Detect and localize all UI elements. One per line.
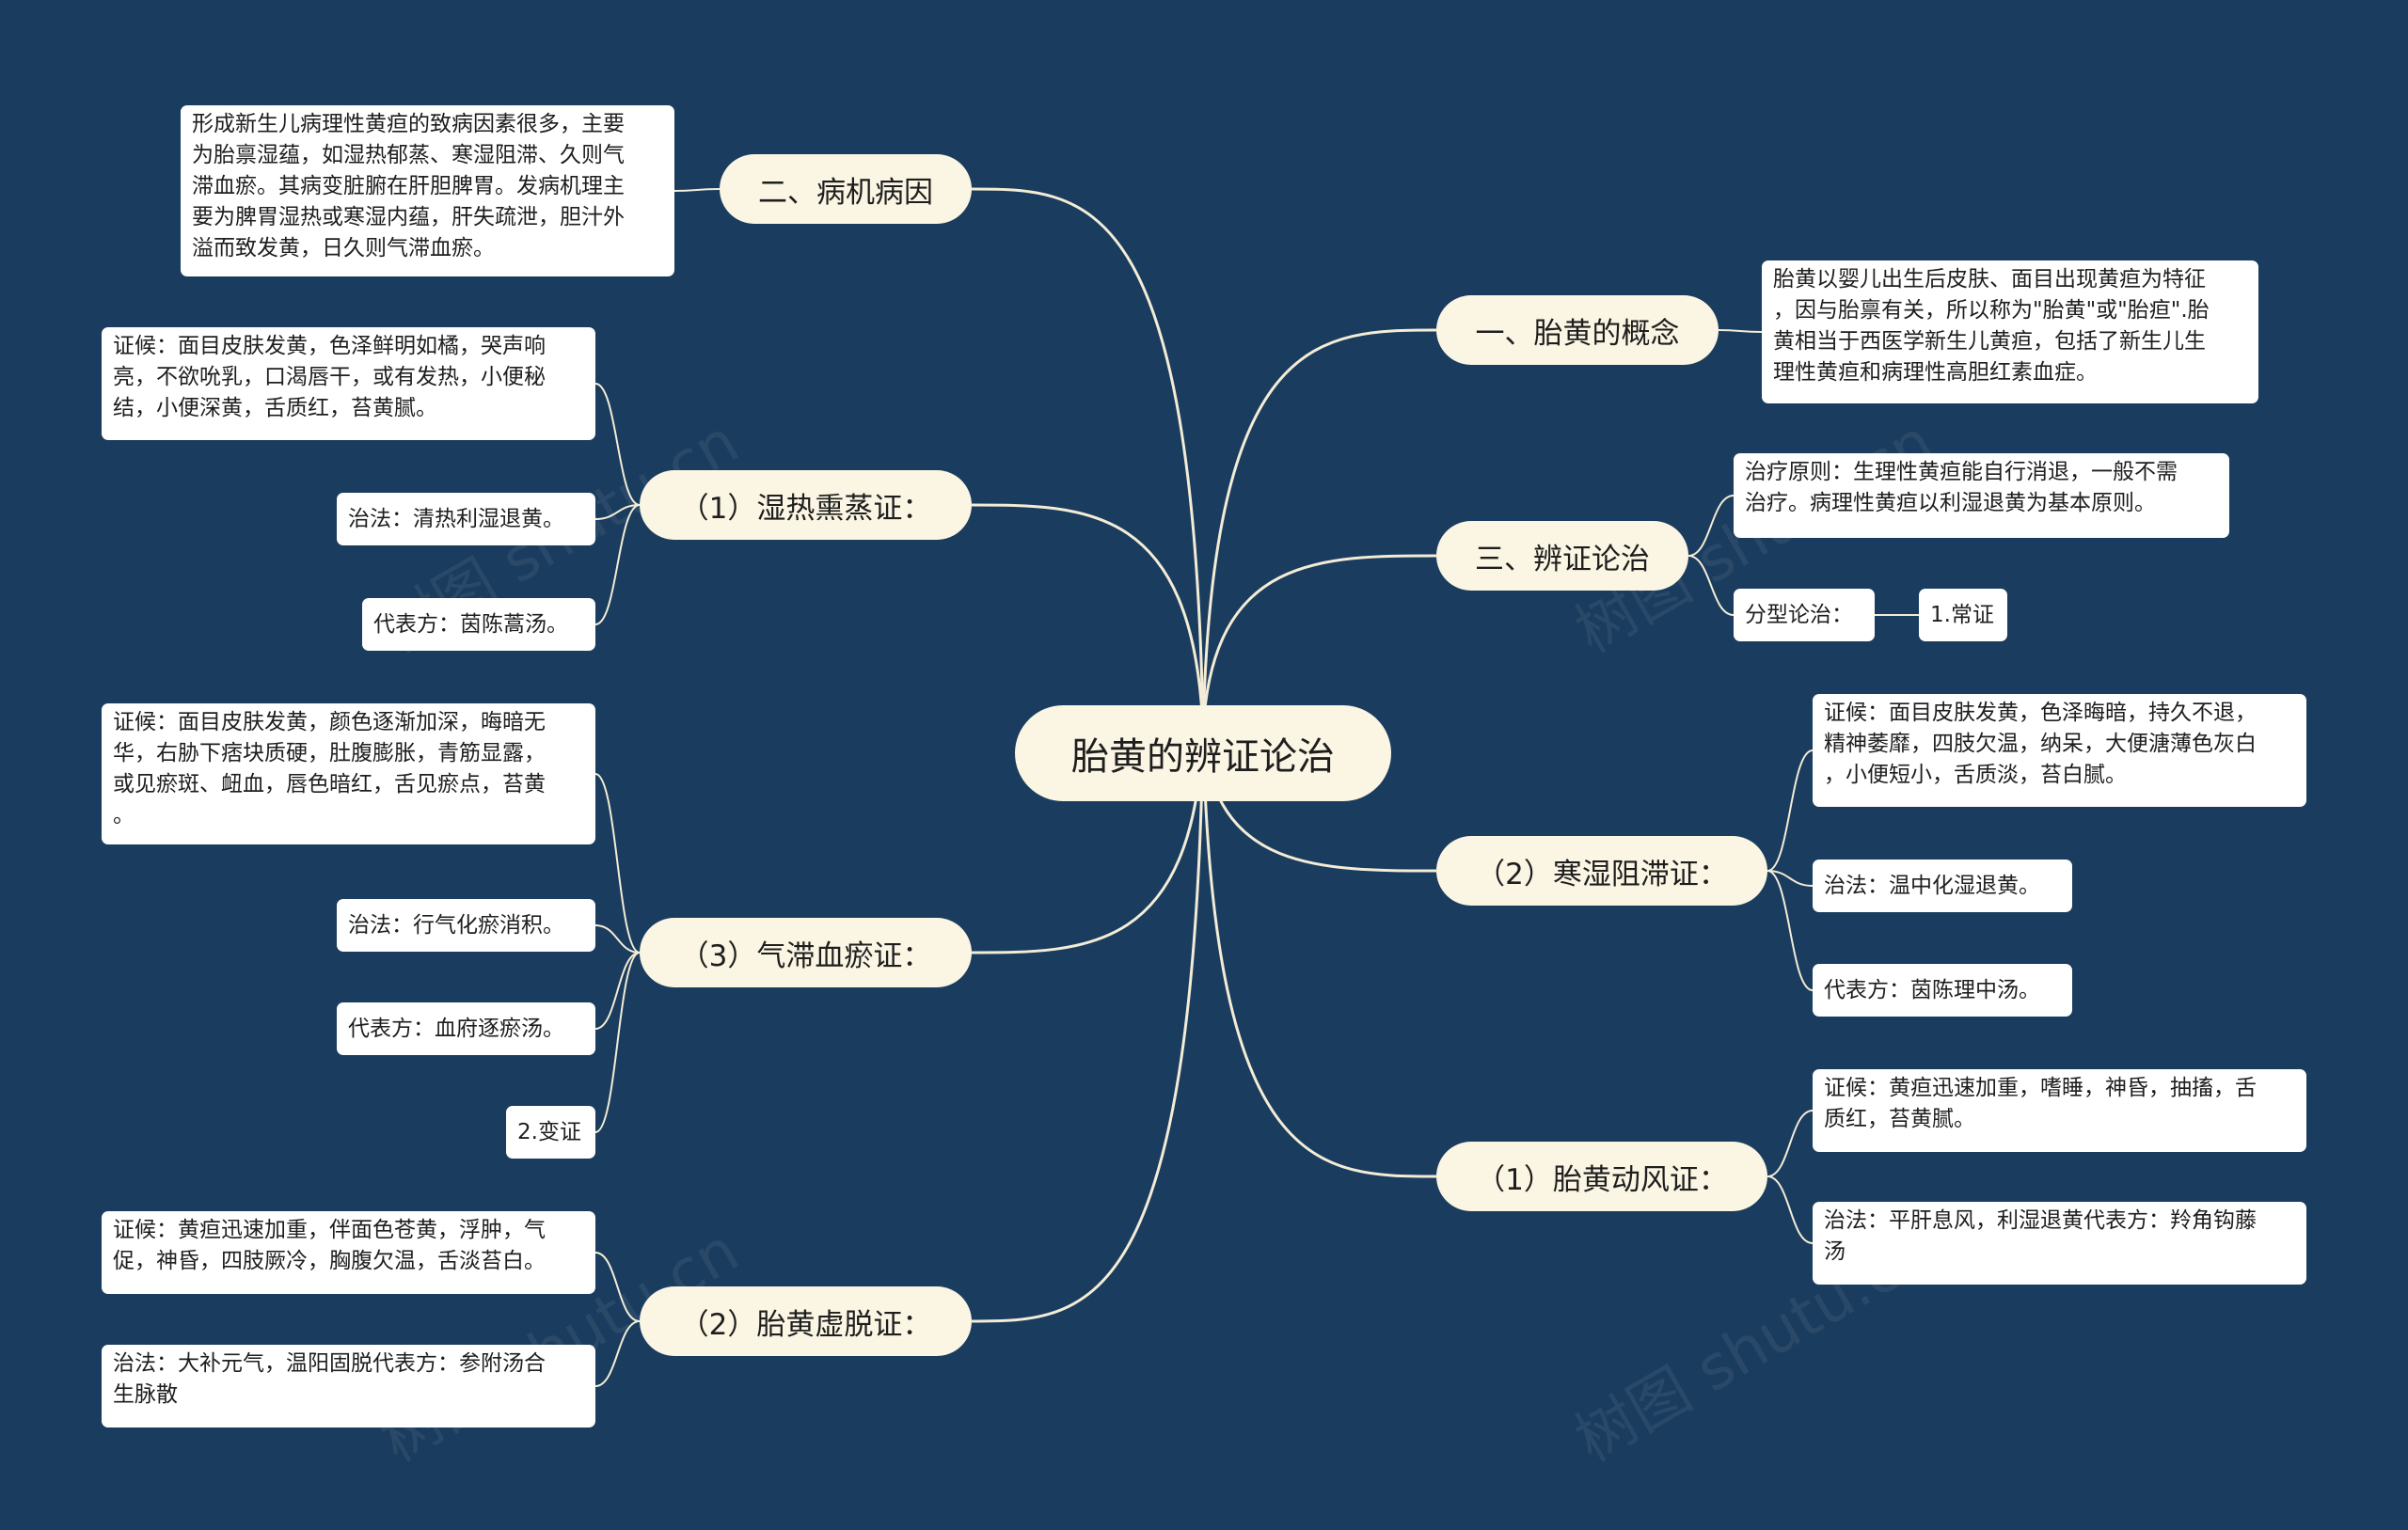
branch-link (1687, 495, 1735, 557)
card-treatment-principle[interactable]: 治疗原则：生理性黄疸能自行消退，一般不需 治疗。病理性黄疸以利湿退黄为基本原则。 (1734, 453, 2229, 538)
branch-link (1718, 329, 1763, 333)
card-damp-heat-symptom[interactable]: 证候：面目皮肤发黄，色泽鲜明如橘，哭声响 亮，不欲吮乳，口渴唇干，或有发热，小便… (102, 327, 595, 440)
card-cause[interactable]: 形成新生儿病理性黄疸的致病因素很多，主要 为胎禀湿蕴，如湿热郁蒸、寒湿阻滞、久则… (181, 105, 674, 276)
branch-link (1766, 749, 1814, 872)
root-link (1201, 730, 1437, 1178)
branch-link (594, 952, 641, 1030)
branch-link (594, 1252, 641, 1322)
branch-cold-damp[interactable]: （2）寒湿阻滞证： (1436, 836, 1767, 906)
branch-link (1766, 870, 1814, 887)
card-treatment-types[interactable]: 分型论治： (1734, 589, 1875, 641)
root-link (1201, 554, 1437, 732)
branch-cause[interactable]: 二、病机病因 (720, 154, 972, 224)
card-damp-heat-method[interactable]: 治法：清热利湿退黄。 (337, 493, 595, 545)
card-wind-symptom[interactable]: 证候：黄疸迅速加重，嗜睡，神昏，抽搐，舌 质红，苔黄腻。 (1813, 1069, 2306, 1152)
branch-link (594, 504, 641, 625)
card-cold-damp-formula[interactable]: 代表方：茵陈理中汤。 (1813, 964, 2072, 1017)
card-wind-method[interactable]: 治法：平肝息风，利湿退黄代表方：羚角钩藤 汤 (1813, 1202, 2306, 1285)
branch-link (594, 504, 641, 520)
root-link (971, 503, 1205, 732)
branch-stasis[interactable]: （3）气滞血瘀证： (640, 918, 972, 987)
card-cold-damp-symptom[interactable]: 证候：面目皮肤发黄，色泽晦暗，持久不退， 精神萎靡，四肢欠温，纳呆，大便溏薄色灰… (1813, 694, 2306, 807)
branch-link (594, 1320, 641, 1387)
root-link (971, 730, 1205, 1323)
branch-link (594, 924, 641, 954)
branch-link (1766, 1110, 1814, 1177)
branch-link (594, 773, 641, 954)
branch-collapse[interactable]: （2）胎黄虚脱证： (640, 1286, 972, 1356)
card-stasis-formula[interactable]: 代表方：血府逐瘀汤。 (337, 1002, 595, 1055)
branch-link (673, 188, 721, 192)
card-collapse-symptom[interactable]: 证候：黄疸迅速加重，伴面色苍黄，浮肿，气 促，神昏，四肢厥冷，胸腹欠温，舌淡苔白… (102, 1211, 595, 1294)
card-cold-damp-method[interactable]: 治法：温中化湿退黄。 (1813, 860, 2072, 912)
branch-link (594, 952, 641, 1133)
branch-damp-heat[interactable]: （1）湿热熏蒸证： (640, 470, 972, 540)
card-collapse-method[interactable]: 治法：大补元气，温阳固脱代表方：参附汤合 生脉散 (102, 1345, 595, 1427)
card-stasis-method[interactable]: 治法：行气化瘀消积。 (337, 899, 595, 952)
branch-link (1687, 555, 1735, 616)
card-concept[interactable]: 胎黄以婴儿出生后皮肤、面目出现黄疸为特征 ，因与胎禀有关，所以称为"胎黄"或"胎… (1762, 260, 2258, 403)
card-normal-syndromes[interactable]: 1.常证 (1919, 589, 2007, 641)
root-link (971, 187, 1205, 732)
root-topic[interactable]: 胎黄的辨证论治 (1015, 705, 1391, 801)
card-stasis-symptom[interactable]: 证候：面目皮肤发黄，颜色逐渐加深，晦暗无 华，右胁下痞块质硬，肚腹膨胀，青筋显露… (102, 703, 595, 844)
branch-link (1766, 870, 1814, 991)
branch-link (594, 383, 641, 506)
root-link (971, 730, 1205, 954)
branch-concept[interactable]: 一、胎黄的概念 (1436, 295, 1719, 365)
root-link (1201, 328, 1437, 732)
branch-link (1766, 1175, 1814, 1244)
branch-treatment[interactable]: 三、辨证论治 (1436, 521, 1688, 591)
branch-wind[interactable]: （1）胎黄动风证： (1436, 1142, 1767, 1211)
card-damp-heat-formula[interactable]: 代表方：茵陈蒿汤。 (362, 598, 595, 651)
card-variant-syndromes[interactable]: 2.变证 (506, 1106, 595, 1159)
